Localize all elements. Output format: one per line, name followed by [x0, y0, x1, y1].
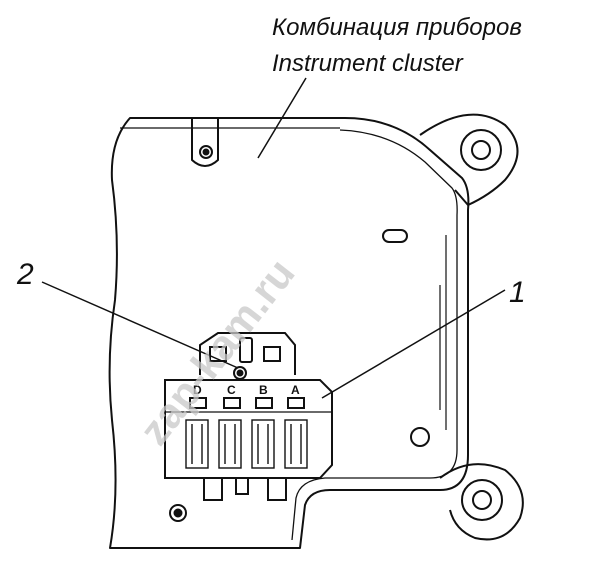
housing-inner-rim [291, 129, 458, 541]
pin-label-C: C [227, 383, 236, 397]
callout-1-leader-line [321, 289, 506, 399]
caption-leader-line [257, 77, 307, 159]
hole [410, 427, 430, 447]
caption-english: Instrument cluster [272, 50, 463, 77]
mounting-ear-bottom [439, 463, 524, 541]
housing-outline [108, 117, 470, 549]
callout-1-label: 1 [509, 276, 526, 309]
caption-russian: Комбинация приборов [272, 14, 522, 41]
callout-2-leader-line [41, 281, 239, 369]
pin-label-A: A [291, 383, 300, 397]
watermark: zap-kam.ru [130, 250, 304, 454]
callout-2-label: 2 [17, 258, 34, 291]
pin-label-D: D [193, 383, 202, 397]
mounting-boss-top-inner [471, 140, 491, 160]
connector-body [164, 379, 333, 501]
slot [382, 229, 408, 243]
mounting-boss-bottom-inner [472, 490, 492, 510]
tab-top-left [191, 118, 219, 167]
pin-label-B: B [259, 383, 268, 397]
mounting-ear-top [419, 113, 519, 206]
